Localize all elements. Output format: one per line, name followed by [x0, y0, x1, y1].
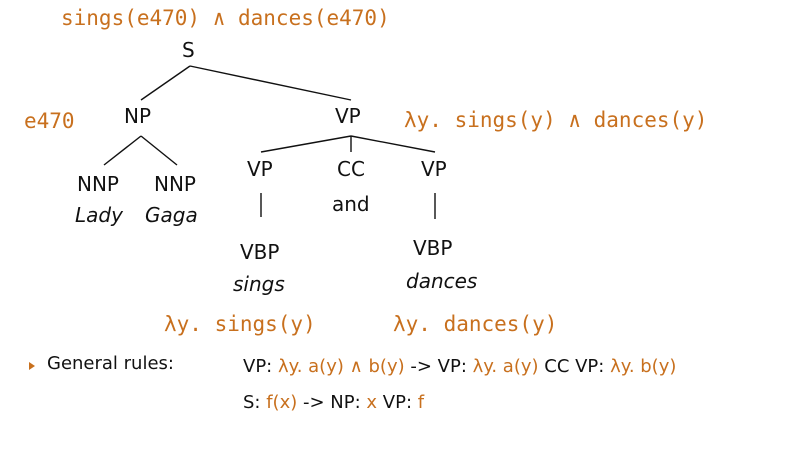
- rule-2-func: x: [366, 392, 378, 413]
- node-vp: VP: [335, 104, 361, 128]
- edge-np-nnp1: [103, 135, 142, 166]
- node-vbp-2: VBP: [413, 236, 453, 260]
- rule-1-part: -> VP:: [404, 356, 473, 377]
- bullet-icon: [29, 362, 35, 370]
- rules-heading: General rules:: [47, 353, 174, 374]
- rule-1-part: VP:: [243, 356, 278, 377]
- rule-2-part: -> NP:: [297, 392, 367, 413]
- word-lady: Lady: [75, 203, 123, 227]
- root-semantics: sings(e470) ∧ dances(e470): [61, 6, 390, 30]
- np-semantics: e470: [24, 109, 75, 133]
- rule-1-lambda: λy. a(y): [472, 356, 539, 377]
- rule-2: S: f(x) -> NP: x VP: f: [243, 392, 424, 413]
- word-sings: sings: [233, 272, 285, 296]
- rule-1: VP: λy. a(y) ∧ b(y) -> VP: λy. a(y) CC V…: [243, 356, 676, 377]
- vp-right-semantics: λy. dances(y): [393, 312, 558, 336]
- edge-np-nnp2: [140, 135, 178, 166]
- edge-s-vp: [189, 65, 352, 101]
- rule-2-func: f(x): [266, 392, 298, 413]
- vp-semantics: λy. sings(y) ∧ dances(y): [404, 108, 708, 132]
- vp-left-semantics: λy. sings(y): [164, 312, 316, 336]
- edge-vp-vp1: [260, 135, 352, 153]
- word-gaga: Gaga: [145, 203, 198, 227]
- rule-1-part: CC VP:: [538, 356, 611, 377]
- word-and: and: [332, 192, 370, 216]
- node-vp-2: VP: [421, 157, 447, 181]
- node-vp-1: VP: [247, 157, 273, 181]
- word-dances: dances: [406, 269, 478, 293]
- node-vbp-1: VBP: [240, 240, 280, 264]
- node-s: S: [182, 38, 195, 62]
- node-nnp-2: NNP: [154, 172, 196, 196]
- edge-s-np: [140, 65, 191, 101]
- rule-1-lambda: λy. a(y) ∧ b(y): [277, 356, 405, 377]
- edge-vp-vp2: [350, 135, 436, 153]
- rule-2-part: VP:: [377, 392, 418, 413]
- node-nnp-1: NNP: [77, 172, 119, 196]
- rule-2-part: S:: [243, 392, 267, 413]
- node-np: NP: [124, 104, 152, 128]
- rule-2-func: f: [417, 392, 425, 413]
- node-cc: CC: [337, 157, 365, 181]
- rule-1-lambda: λy. b(y): [610, 356, 677, 377]
